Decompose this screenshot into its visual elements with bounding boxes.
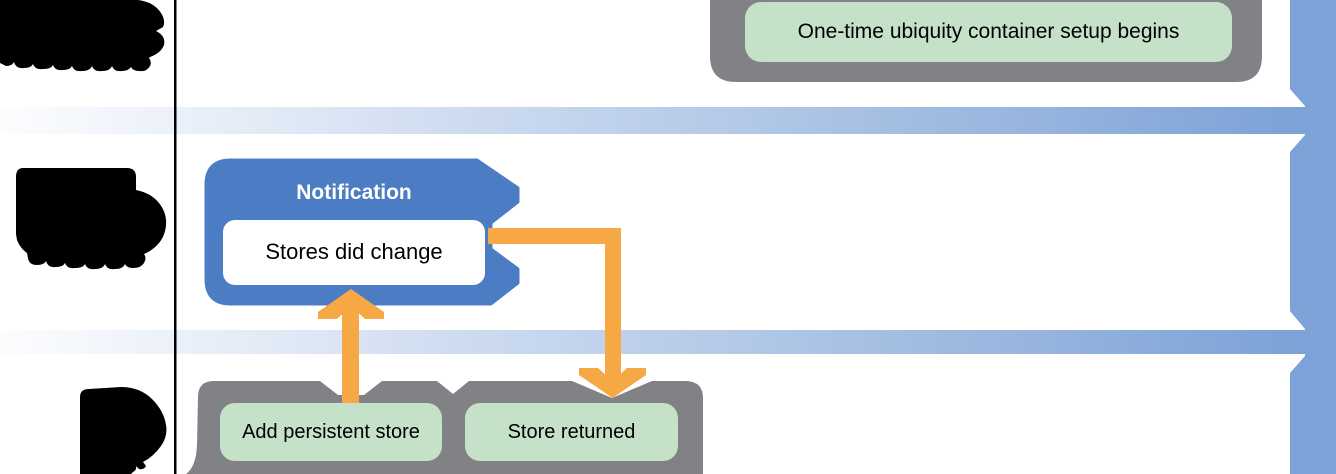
- redacted-label-bottom: [80, 387, 167, 474]
- add-persistent-store-label: Add persistent store: [242, 421, 420, 443]
- store-returned-label: Store returned: [507, 421, 636, 443]
- swimlane-divider-2: [0, 330, 1336, 354]
- notification-title-text: Notification: [296, 181, 412, 205]
- add-persistent-store-pill: Add persistent store: [220, 403, 442, 461]
- timeline-flow-bar: [1290, 0, 1336, 474]
- timeline-axis: [174, 0, 177, 474]
- setup-step-label: One-time ubiquity container setup begins: [797, 20, 1180, 44]
- swimlane-divider-1: [0, 107, 1336, 134]
- redacted-label-middle: [16, 168, 167, 270]
- setup-step-pill: One-time ubiquity container setup begins: [745, 2, 1232, 62]
- store-returned-pill: Store returned: [465, 403, 678, 461]
- arrow-up-icon: [318, 289, 384, 403]
- notification-title: Notification: [206, 170, 502, 216]
- notification-body-box: [223, 220, 485, 285]
- arrow-down-icon: [488, 228, 646, 398]
- notification-body: Stores did change: [223, 220, 485, 285]
- notification-body-text: Stores did change: [265, 239, 443, 265]
- redacted-label-top: [0, 0, 165, 72]
